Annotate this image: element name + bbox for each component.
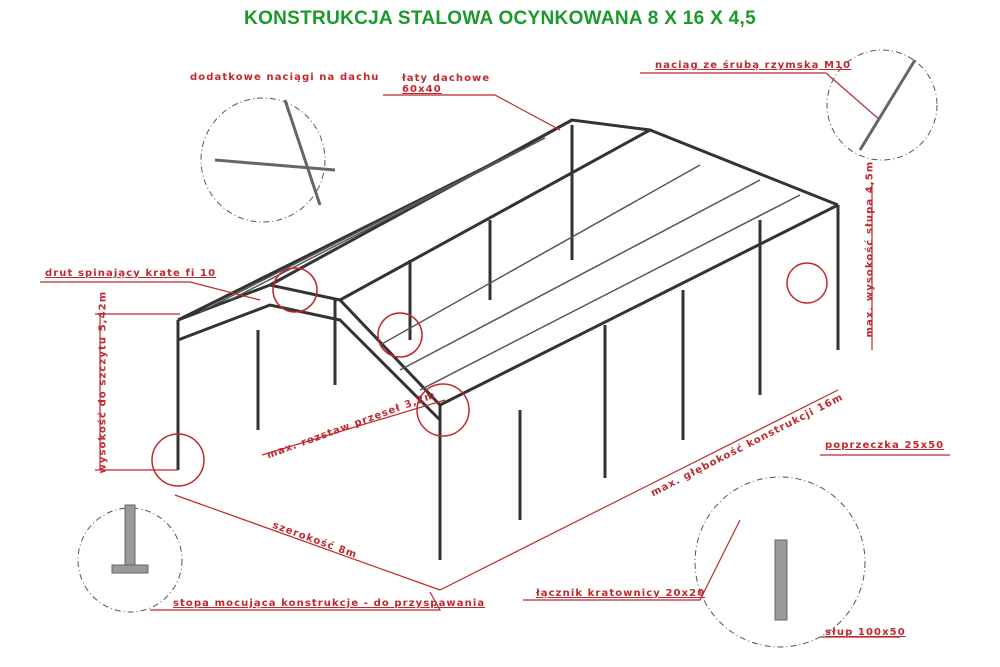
label-crossbar: poprzeczka 25x50 (825, 440, 945, 451)
turnbuckle-details (214, 59, 917, 206)
label-base-plate: stopa mocująca konstrukcje - do przyspaw… (173, 598, 486, 609)
label-truss-wire: drut spinający krate fi 10 (45, 268, 217, 279)
detail-circles (77, 49, 938, 648)
label-roof-battens-size: 60x40 (402, 84, 442, 95)
dimension-lines (40, 72, 950, 638)
label-post: słup 100x50 (825, 627, 906, 638)
highlight-circles (151, 262, 828, 487)
label-truss-connector: łącznik kratownicy 20x20 (536, 588, 706, 599)
label-roof-battens: łaty dachowe (402, 73, 491, 84)
frame-structure (176, 118, 840, 560)
label-post-height: max. wysokość słupa 4,5m (864, 160, 876, 338)
post-detail (111, 504, 788, 621)
roof-battens (199, 137, 801, 391)
diagram-title: KONSTRUKCJA STALOWA OCYNKOWANA 8 X 16 X … (244, 8, 756, 29)
label-roof-tensioners: dodatkowe naciągi na dachu (190, 72, 380, 83)
label-ridge-height: wysokość do szczytu 5,42m (97, 290, 109, 474)
label-turnbuckle: naciąg ze śrubą rzymską M10 (655, 60, 852, 71)
